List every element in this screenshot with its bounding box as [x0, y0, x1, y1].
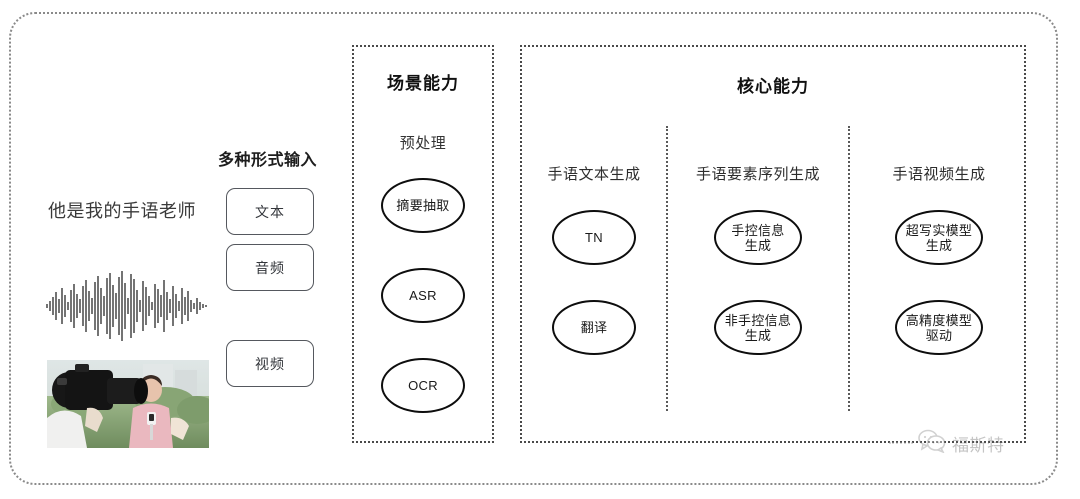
node-label-line2: 生成 [925, 237, 953, 253]
waveform-icon [44, 268, 210, 344]
core-node-high-precision-model-driving[interactable]: 高精度模型 驱动 [895, 300, 983, 355]
node-label-line1: 高精度模型 [905, 312, 973, 328]
core-panel-title: 核心能力 [737, 77, 809, 96]
core-column-header: 手语视频生成 [892, 166, 986, 183]
column-divider [666, 126, 668, 411]
core-capability-panel: 核心能力 手语文本生成 TN 翻译 手语要素序列生成 手控信息 生成 非手控信息 [520, 45, 1026, 443]
node-label: OCR [408, 378, 438, 393]
node-label-line1: 手控信息 [731, 222, 785, 238]
scene-node-asr[interactable]: ASR [381, 268, 465, 323]
node-label-line2: 驱动 [925, 327, 953, 343]
watermark-text: 福斯特 [952, 436, 1005, 455]
scene-panel-title: 场景能力 [387, 74, 459, 93]
watermark: 福斯特 [889, 429, 1005, 458]
modality-button-audio[interactable]: 音频 [226, 244, 314, 291]
core-node-manual-feature-generation[interactable]: 手控信息 生成 [714, 210, 802, 265]
core-node-non-manual-feature-generation[interactable]: 非手控信息 生成 [714, 300, 802, 355]
watermark-dots [889, 442, 913, 444]
input-section-title: 多种形式输入 [218, 152, 318, 169]
modality-label: 文本 [255, 203, 285, 220]
modality-label: 视频 [255, 355, 285, 372]
node-label: 摘要抽取 [396, 198, 450, 213]
core-column-header: 手语文本生成 [547, 166, 641, 183]
core-column-sign-element-sequence-generation: 手语要素序列生成 手控信息 生成 非手控信息 生成 [668, 47, 848, 441]
modality-button-video[interactable]: 视频 [226, 340, 314, 387]
node-label: ASR [409, 288, 437, 303]
core-node-tn[interactable]: TN [552, 210, 636, 265]
sample-sentence-text: 他是我的手语老师 [48, 201, 196, 221]
node-label-line1: 非手控信息 [724, 312, 792, 328]
node-label-line1: 翻译 [580, 320, 608, 335]
modality-button-text[interactable]: 文本 [226, 188, 314, 235]
node-label-line1: 超写实模型 [905, 222, 973, 238]
scene-panel-subtitle: 预处理 [399, 135, 447, 152]
node-label-line2: 生成 [744, 327, 772, 343]
wechat-bubbles-icon [917, 429, 947, 458]
core-column-sign-text-generation: 手语文本生成 TN 翻译 [522, 47, 666, 441]
diagram-outer-frame [9, 12, 1058, 485]
node-label-line1: TN [585, 230, 603, 245]
core-node-hyperrealistic-model-generation[interactable]: 超写实模型 生成 [895, 210, 983, 265]
column-divider [848, 126, 850, 411]
modality-label: 音频 [255, 259, 285, 276]
core-column-sign-video-generation: 手语视频生成 超写实模型 生成 高精度模型 驱动 [850, 47, 1028, 441]
core-node-translation[interactable]: 翻译 [552, 300, 636, 355]
core-column-header: 手语要素序列生成 [695, 166, 820, 183]
scene-capability-panel: 场景能力 预处理 摘要抽取 ASR OCR [352, 45, 494, 443]
node-label-line2: 生成 [744, 237, 772, 253]
scene-node-ocr[interactable]: OCR [381, 358, 465, 413]
scene-node-summary[interactable]: 摘要抽取 [381, 178, 465, 233]
video-thumbnail-icon [47, 360, 209, 448]
input-section: 多种形式输入 他是我的手语老师 [30, 40, 330, 448]
